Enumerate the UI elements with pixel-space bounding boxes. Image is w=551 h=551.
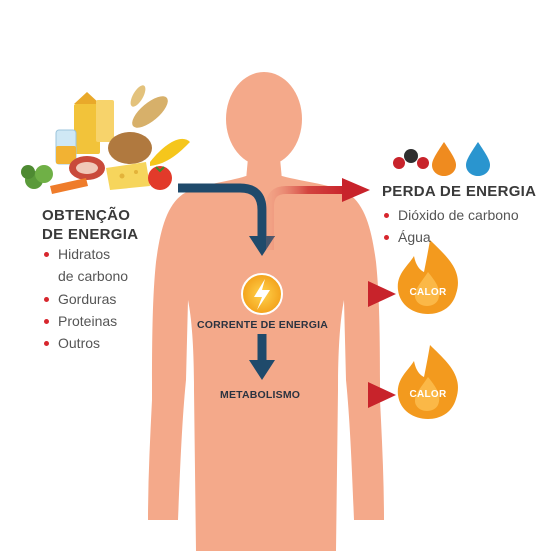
metabolism-label: METABOLISMO bbox=[220, 389, 301, 401]
list-item: de carbono bbox=[58, 268, 129, 284]
list-item: Dióxido de carbono bbox=[380, 205, 519, 225]
lightning-bolt-icon bbox=[241, 273, 283, 315]
food-group-icon bbox=[21, 85, 190, 194]
loss-heading: PERDA DE ENERGIA bbox=[382, 183, 537, 200]
intake-list: Hidratos de carbono Gorduras Proteinas O… bbox=[40, 244, 128, 353]
list-item: Hidratos bbox=[40, 244, 128, 264]
drop-icon bbox=[432, 142, 456, 176]
energy-stream-label: CORRENTE DE ENERGIA bbox=[197, 319, 328, 331]
heat-label-top: CALOR bbox=[409, 287, 447, 298]
list-item: Proteinas bbox=[40, 311, 128, 331]
list-item: Outros bbox=[40, 333, 128, 353]
flame-icon bbox=[397, 240, 458, 314]
heat-label-bottom: CALOR bbox=[409, 389, 447, 400]
molecule-icon bbox=[393, 149, 429, 169]
heat-arrow-bottom bbox=[310, 382, 396, 408]
list-item: Gorduras bbox=[40, 289, 128, 309]
metabolism-arrow bbox=[249, 334, 275, 380]
intake-heading-line1: OBTENÇÃO bbox=[42, 207, 131, 224]
drop-icon bbox=[466, 142, 490, 176]
heat-arrow-top bbox=[284, 281, 396, 307]
loss-list: Dióxido de carbono Água bbox=[380, 205, 519, 247]
list-item: Água bbox=[380, 227, 519, 247]
intake-heading: OBTENÇÃO DE ENERGIA bbox=[42, 206, 138, 244]
energy-loss-arrow bbox=[266, 178, 370, 250]
intake-heading-line2: DE ENERGIA bbox=[42, 226, 139, 243]
flame-icon bbox=[397, 345, 458, 419]
